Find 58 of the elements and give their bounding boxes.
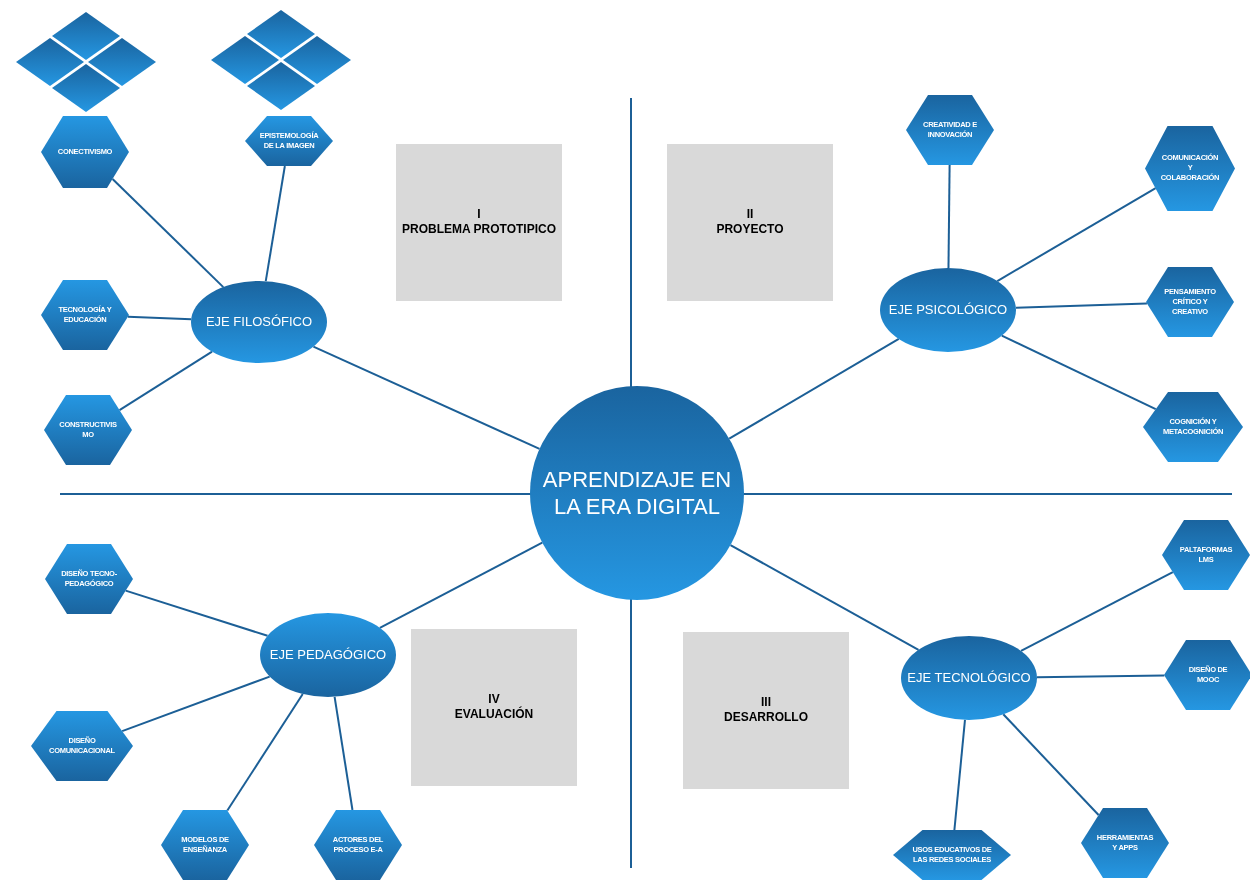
connector-line (312, 345, 541, 450)
connector-line (126, 315, 193, 321)
quadrant-box (396, 143, 562, 301)
node-text: IV (488, 692, 500, 706)
connector-line (1002, 713, 1100, 817)
hexagon-node (1143, 392, 1243, 462)
node-text: EJE PSICOLÓGICO (888, 301, 1008, 319)
hexagon-node (1164, 640, 1250, 710)
node-text: DESARROLLO (724, 710, 808, 725)
connector-line (953, 718, 966, 831)
quadrant-box (683, 631, 849, 789)
node-text: EJE FILOSÓFICO (205, 313, 313, 331)
connector-line (996, 187, 1157, 283)
ellipse-node (260, 613, 396, 697)
node-text: PROBLEMA PROTOTIPICO (402, 222, 556, 237)
hexagon-node (41, 116, 129, 188)
connector-line (1014, 302, 1148, 309)
connector-line (118, 350, 214, 412)
hexagon-node (45, 544, 133, 614)
hexagon-node (1146, 267, 1234, 337)
central-circle (530, 386, 744, 600)
node-text: II (746, 207, 754, 222)
connector-line (111, 177, 225, 289)
connector-line (728, 337, 900, 440)
hexagon-node (31, 711, 133, 781)
ellipse-node (191, 281, 327, 363)
hexagon-node (314, 810, 402, 880)
hexagon-node (44, 395, 132, 465)
connector-line (264, 165, 286, 283)
node-text: EJE PEDAGÓGICO (269, 646, 387, 664)
quadrant-box (667, 143, 833, 301)
hexagon-node (893, 830, 1011, 880)
connector-line (1020, 571, 1174, 652)
hexagon-node (245, 116, 333, 166)
node-text: EVALUACIÓN (454, 707, 534, 722)
connector-line (121, 675, 271, 733)
hexagon-node (1162, 520, 1250, 590)
connector-line (333, 695, 354, 811)
connector-line (124, 589, 269, 637)
connector-line (378, 541, 544, 629)
node-text: APRENDIZAJE EN LA ERA DIGITAL (541, 465, 733, 521)
connector-line (226, 693, 304, 812)
connector-line (729, 544, 920, 651)
node-text: III (761, 695, 771, 710)
node-text: EJE TECNOLÓGICO (907, 669, 1031, 687)
node-text: I (477, 207, 481, 222)
node-text: PROYECTO (716, 222, 784, 237)
hexagon-node (161, 810, 249, 880)
connector-line (1000, 334, 1157, 411)
hexagon-node (906, 95, 994, 165)
quadrant-box (411, 628, 577, 786)
hexagon-node (1145, 125, 1235, 211)
hexagon-node (1081, 808, 1169, 878)
connector-line (947, 164, 951, 269)
hexagon-node (41, 280, 129, 350)
connector-line (1036, 674, 1166, 679)
ellipse-node (880, 268, 1016, 352)
ellipse-node (901, 636, 1037, 720)
